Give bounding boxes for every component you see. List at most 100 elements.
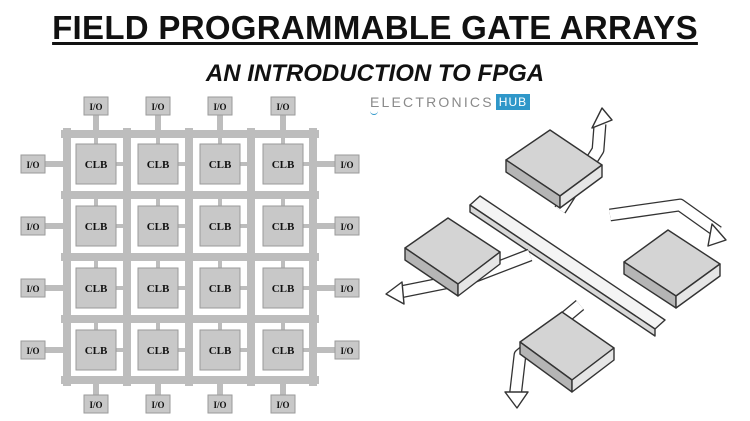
clb-connector bbox=[240, 162, 252, 166]
clb-connector bbox=[281, 134, 285, 144]
clb-connector bbox=[94, 134, 98, 144]
arrow-right-icon bbox=[707, 223, 727, 247]
clb-connector bbox=[303, 162, 315, 166]
logo-wave-icon bbox=[370, 108, 378, 115]
io-connector bbox=[93, 112, 99, 134]
main-bus bbox=[469, 195, 666, 337]
clb-connector bbox=[94, 196, 98, 206]
clb-label: CLB bbox=[272, 221, 295, 233]
io-block-right bbox=[334, 216, 360, 236]
clb-connector bbox=[218, 134, 222, 144]
io-label: I/O bbox=[151, 400, 164, 410]
io-label: I/O bbox=[26, 284, 39, 294]
clb-block bbox=[199, 205, 241, 247]
clb-label: CLB bbox=[209, 345, 232, 357]
clb-connector bbox=[156, 258, 160, 268]
io-connector bbox=[280, 380, 286, 398]
clb-label: CLB bbox=[147, 221, 170, 233]
io-label: I/O bbox=[89, 400, 102, 410]
io-label: I/O bbox=[213, 102, 226, 112]
clb-block bbox=[262, 267, 304, 309]
clb-connector bbox=[178, 286, 190, 290]
io-label: I/O bbox=[213, 400, 226, 410]
arrow-up-icon bbox=[591, 107, 613, 129]
clb-connector bbox=[281, 258, 285, 268]
clb-connector bbox=[94, 258, 98, 268]
clb-label: CLB bbox=[272, 345, 295, 357]
page-title: FIELD PROGRAMMABLE GATE ARRAYS bbox=[52, 9, 698, 46]
io-connector bbox=[217, 112, 223, 134]
io-connector bbox=[155, 380, 161, 398]
io-block-left bbox=[20, 216, 46, 236]
io-block-left bbox=[20, 154, 46, 174]
clb-label: CLB bbox=[85, 159, 108, 171]
io-connector bbox=[217, 380, 223, 398]
routing-channel-horizontal bbox=[61, 253, 319, 261]
routing-channel-horizontal bbox=[61, 376, 319, 384]
clb-block bbox=[262, 329, 304, 371]
io-block-top bbox=[145, 96, 171, 116]
clb-connector bbox=[116, 348, 128, 352]
clb-connector bbox=[116, 224, 128, 228]
clb-connector bbox=[178, 162, 190, 166]
clb-connector bbox=[303, 286, 315, 290]
clb-connector bbox=[218, 258, 222, 268]
clb-connector bbox=[94, 320, 98, 330]
clb-connector bbox=[240, 348, 252, 352]
clb-connector bbox=[156, 134, 160, 144]
clb-connector bbox=[281, 320, 285, 330]
iso-block-top bbox=[505, 129, 603, 209]
clb-block bbox=[199, 267, 241, 309]
clb-connector bbox=[116, 162, 128, 166]
clb-connector bbox=[178, 348, 190, 352]
io-connector bbox=[313, 223, 339, 229]
clb-label: CLB bbox=[85, 283, 108, 295]
io-block-bottom bbox=[270, 394, 296, 414]
clb-label: CLB bbox=[147, 283, 170, 295]
io-label: I/O bbox=[26, 160, 39, 170]
clb-connector bbox=[178, 224, 190, 228]
io-connector bbox=[42, 223, 67, 229]
routing-channel-horizontal bbox=[61, 315, 319, 323]
iso-block-bottom bbox=[519, 311, 615, 393]
io-connector bbox=[42, 285, 67, 291]
io-label: I/O bbox=[151, 102, 164, 112]
io-label: I/O bbox=[276, 400, 289, 410]
iso-block-left bbox=[404, 217, 501, 297]
io-block-top bbox=[83, 96, 109, 116]
io-label: I/O bbox=[276, 102, 289, 112]
clb-block bbox=[75, 329, 117, 371]
clb-block bbox=[262, 143, 304, 185]
clb-connector bbox=[156, 320, 160, 330]
io-connector bbox=[93, 380, 99, 398]
clb-label: CLB bbox=[272, 159, 295, 171]
clb-label: CLB bbox=[85, 345, 108, 357]
clb-label: CLB bbox=[209, 283, 232, 295]
io-connector bbox=[280, 112, 286, 134]
clb-block bbox=[137, 205, 179, 247]
arrow-down-icon bbox=[504, 391, 529, 409]
clb-connector bbox=[240, 286, 252, 290]
io-block-left bbox=[20, 278, 46, 298]
io-label: I/O bbox=[340, 346, 353, 356]
clb-label: CLB bbox=[209, 221, 232, 233]
routing-channel-horizontal bbox=[61, 191, 319, 199]
io-connector bbox=[313, 285, 339, 291]
io-block-right bbox=[334, 340, 360, 360]
clb-connector bbox=[281, 196, 285, 206]
clb-block bbox=[137, 267, 179, 309]
io-connector bbox=[42, 347, 67, 353]
clb-block bbox=[137, 143, 179, 185]
arrow-left-icon bbox=[385, 281, 405, 305]
clb-label: CLB bbox=[147, 345, 170, 357]
io-block-left bbox=[20, 340, 46, 360]
io-block-top bbox=[270, 96, 296, 116]
io-label: I/O bbox=[340, 284, 353, 294]
clb-connector bbox=[218, 320, 222, 330]
io-connector bbox=[313, 347, 339, 353]
arrow-heads bbox=[385, 107, 727, 409]
io-block-bottom bbox=[83, 394, 109, 414]
io-block-bottom bbox=[145, 394, 171, 414]
